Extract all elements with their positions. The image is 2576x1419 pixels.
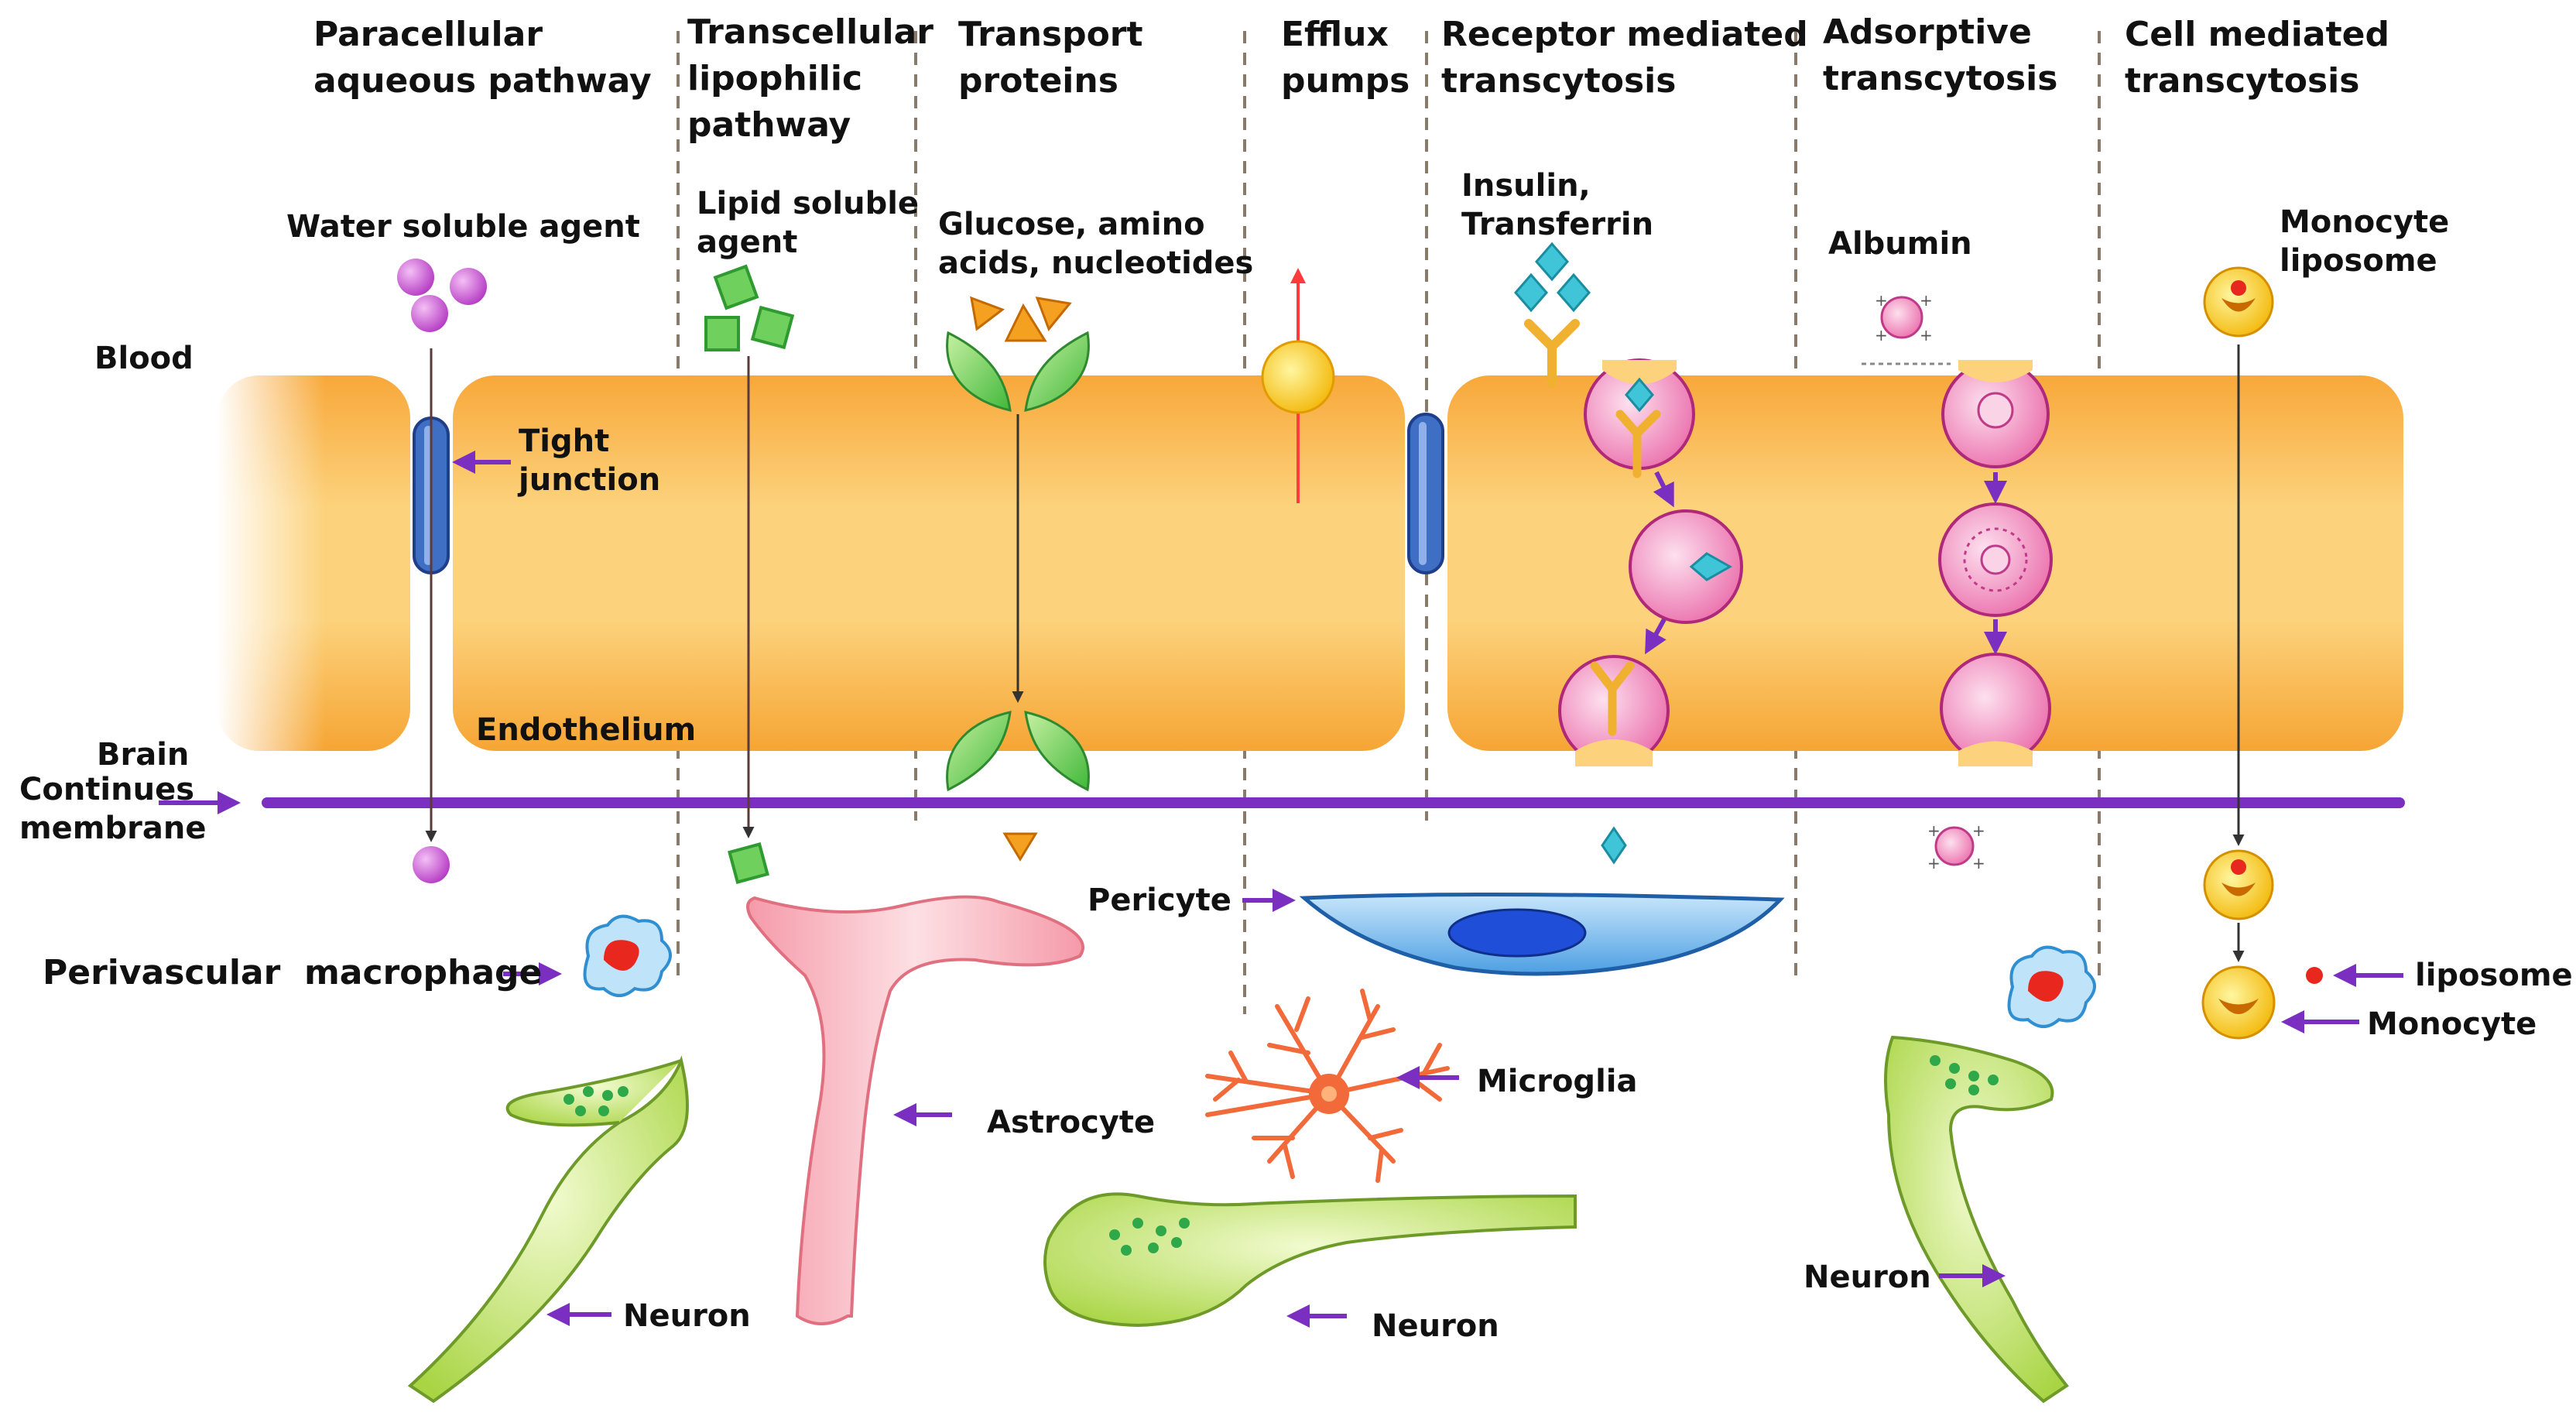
svg-text:+: + [1927,854,1941,872]
header-paracellular-line-1: Paracellular [313,15,543,54]
label-perivascular-macrophage: Perivascular macrophage [43,953,543,992]
endothelium-cell-center [453,375,1405,751]
insulin-released [1601,826,1627,865]
header-adsorptive: Adsorptive transcytosis [1823,9,2057,102]
label-astrocyte: Astrocyte [987,1105,1156,1140]
label-monocyte-liposome-line-2: liposome [2280,243,2437,279]
neuron-left [407,1055,689,1404]
monocyte-liposome-blood [2203,266,2274,338]
perivascular-macrophage-right [2007,945,2096,1028]
label-insulin-transferrin: Insulin, Transferrin [1461,166,1653,244]
header-efflux-pumps: Efflux pumps [1281,12,1410,105]
header-efflux-line-2: pumps [1281,61,1410,101]
header-adsorptive-line-1: Adsorptive [1823,12,2032,52]
label-tight-junction-line-1: Tight [519,423,610,459]
header-paracellular: Paracellular aqueous pathway [313,12,652,105]
label-lipid-soluble-agent: Lipid soluble agent [697,184,919,262]
label-glucose-amino-acids: Glucose, amino acids, nucleotides [938,205,1253,283]
header-transcellular-line-3: pathway [687,105,851,145]
label-membrane-line-2: membrane [19,811,207,846]
albumin-molecule-brain: + + + + [1927,821,1985,872]
header-receptor-mediated: Receptor mediated transcytosis [1441,12,1808,105]
endothelium-cells [217,375,2403,751]
label-endothelium: Endothelium [476,712,697,748]
monocyte-cell [2201,965,2276,1040]
header-efflux-line-1: Efflux [1281,15,1389,54]
label-neuron-left: Neuron [623,1298,751,1334]
label-lipid-line-2: agent [697,225,798,260]
transporter-bottom [946,711,1090,792]
label-neuron-right: Neuron [1804,1260,1931,1295]
svg-text:+: + [1920,291,1933,310]
svg-text:+: + [1972,854,1985,872]
transporter-top [946,331,1090,412]
label-monocyte-liposome: Monocyte liposome [2280,203,2449,280]
label-insulin-line-1: Insulin, [1461,168,1591,204]
header-cell-line-1: Cell mediated [2125,15,2389,54]
efflux-pump [1261,340,1335,414]
header-paracellular-line-2: aqueous pathway [313,61,652,101]
header-receptor-line-2: transcytosis [1441,61,1677,101]
albumin-molecule-blood: + + + + [1875,291,1933,344]
header-transcellular-line-2: lipophilic [687,59,863,98]
neuron-center [1043,1192,1577,1328]
svg-text:+: + [1875,291,1888,310]
header-adsorptive-line-2: transcytosis [1823,59,2058,98]
header-cell-mediated: Cell mediated transcytosis [2125,12,2389,105]
label-insulin-line-2: Transferrin [1461,207,1654,242]
svg-text:+: + [1972,821,1985,840]
water-soluble-molecules [397,259,487,883]
liposome-particle [2306,967,2323,984]
perivascular-macrophage-left [583,914,672,997]
transport-substrates [970,296,1072,862]
label-blood: Blood [94,341,194,376]
header-receptor-line-1: Receptor mediated [1441,15,1808,54]
label-monocyte-liposome-line-1: Monocyte [2280,204,2450,240]
svg-text:+: + [1875,326,1888,344]
monocyte-liposome-brain [2203,849,2274,920]
label-pericyte: Pericyte [1088,883,1231,918]
label-membrane-line-1: Continues [19,772,195,807]
lipid-soluble-molecules [704,264,795,884]
header-transcellular-line-1: Transcellular [687,12,933,52]
label-albumin: Albumin [1828,226,1972,262]
label-liposome: liposome [2415,958,2573,993]
svg-text:+: + [1927,821,1941,840]
endothelium-cell-right [1447,375,2403,751]
label-water-soluble-agent: Water soluble agent [286,209,640,245]
header-transport-line-2: proteins [958,61,1118,101]
label-continues-membrane: Continues membrane [19,770,206,848]
header-cell-line-2: transcytosis [2125,61,2360,101]
label-brain: Brain [97,737,190,773]
label-neuron-center: Neuron [1372,1308,1499,1344]
header-transcellular: Transcellular lipophilic pathway [687,9,933,149]
vesicle-receptor-2 [1629,509,1743,624]
neuron-right [1884,1035,2069,1404]
label-glucose-line-2: acids, nucleotides [938,245,1254,281]
header-transport-proteins: Transport proteins [958,12,1143,105]
label-lipid-line-1: Lipid soluble [697,186,920,221]
label-tight-junction: Tight junction [519,422,660,499]
header-transport-line-1: Transport [958,15,1143,54]
astrocyte-cell [746,895,1085,1325]
label-monocyte: Monocyte [2367,1006,2537,1042]
receptor-blood-side [1524,319,1580,388]
insulin-molecules [1514,242,1591,313]
label-glucose-line-1: Glucose, amino [938,207,1205,242]
label-microglia: Microglia [1477,1064,1638,1099]
svg-text:+: + [1920,326,1933,344]
label-tight-junction-line-2: junction [519,462,661,498]
